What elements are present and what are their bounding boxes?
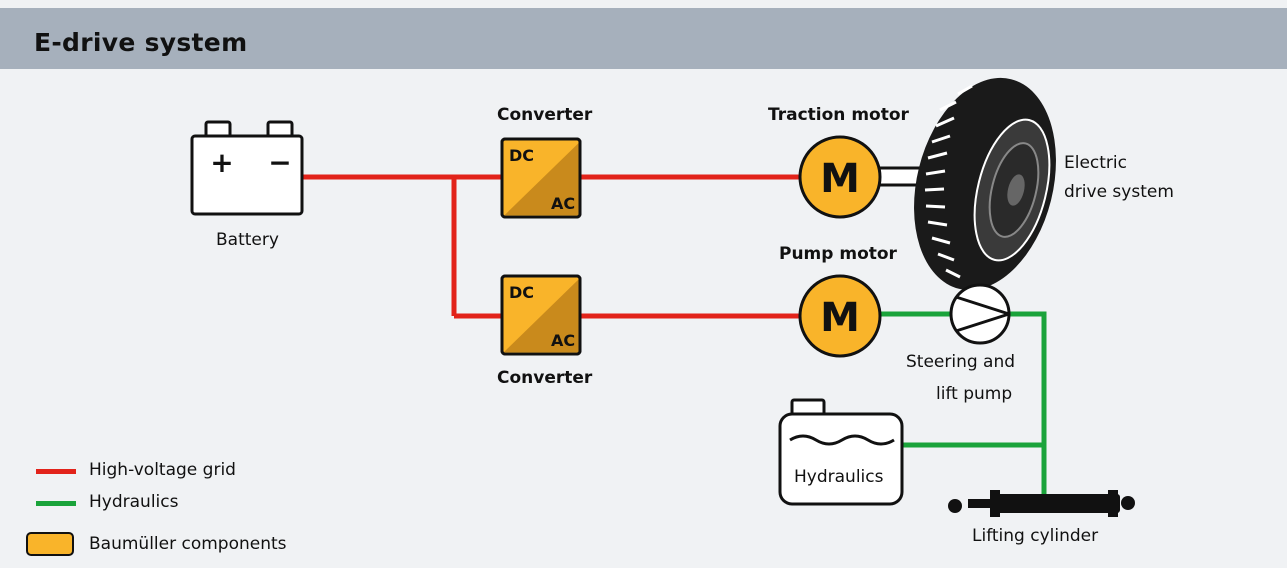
page-title: E-drive system (34, 28, 248, 57)
lifting-cylinder-label: Lifting cylinder (972, 526, 1099, 546)
legend-baumueller-label: Baumüller components (89, 534, 287, 554)
converter-bottom-ac: AC (551, 331, 575, 350)
converter-bottom-icon (500, 274, 582, 356)
legend-baumueller-swatch (26, 532, 74, 556)
header-bar: E-drive system (0, 8, 1287, 69)
legend-hydraulics-swatch (36, 501, 76, 506)
converter-top-ac: AC (551, 194, 575, 213)
converter-top-dc: DC (509, 146, 534, 165)
electric-drive-label-line2: drive system (1064, 182, 1174, 202)
legend-hydraulics-label: Hydraulics (89, 492, 179, 512)
converter-top-icon (500, 137, 582, 219)
converter-bottom-dc: DC (509, 283, 534, 302)
hyd-line-pump-to-cylinder (1010, 311, 1047, 494)
tire-icon (914, 77, 1056, 291)
pump-symbol-icon (949, 283, 1011, 345)
pump-motor-letter: M (820, 295, 860, 341)
battery-label: Battery (216, 230, 279, 250)
battery-plus-sign: + (210, 146, 233, 179)
lifting-cylinder-icon (948, 490, 1135, 517)
traction-motor-letter: M (820, 156, 860, 202)
battery-icon (190, 120, 304, 216)
traction-motor-label: Traction motor (768, 105, 909, 125)
legend-high-voltage-swatch (36, 469, 76, 474)
hydraulic-lines (880, 311, 1047, 494)
battery-minus-sign: − (268, 146, 291, 179)
electric-drive-label-line1: Electric (1064, 153, 1127, 173)
converter-bottom-label: Converter (497, 368, 593, 388)
hydraulic-tank-icon (778, 398, 904, 506)
steering-pump-label-line1: Steering and (906, 352, 1016, 372)
high-voltage-lines (302, 174, 800, 319)
hydraulic-tank-label: Hydraulics (794, 467, 884, 487)
pump-motor-icon (798, 274, 882, 358)
converter-top-label: Converter (497, 105, 593, 125)
legend-high-voltage-label: High-voltage grid (89, 460, 236, 480)
steering-pump-label-line2: lift pump (936, 384, 1013, 404)
traction-motor-icon (798, 135, 930, 219)
pump-motor-label: Pump motor (779, 244, 897, 264)
